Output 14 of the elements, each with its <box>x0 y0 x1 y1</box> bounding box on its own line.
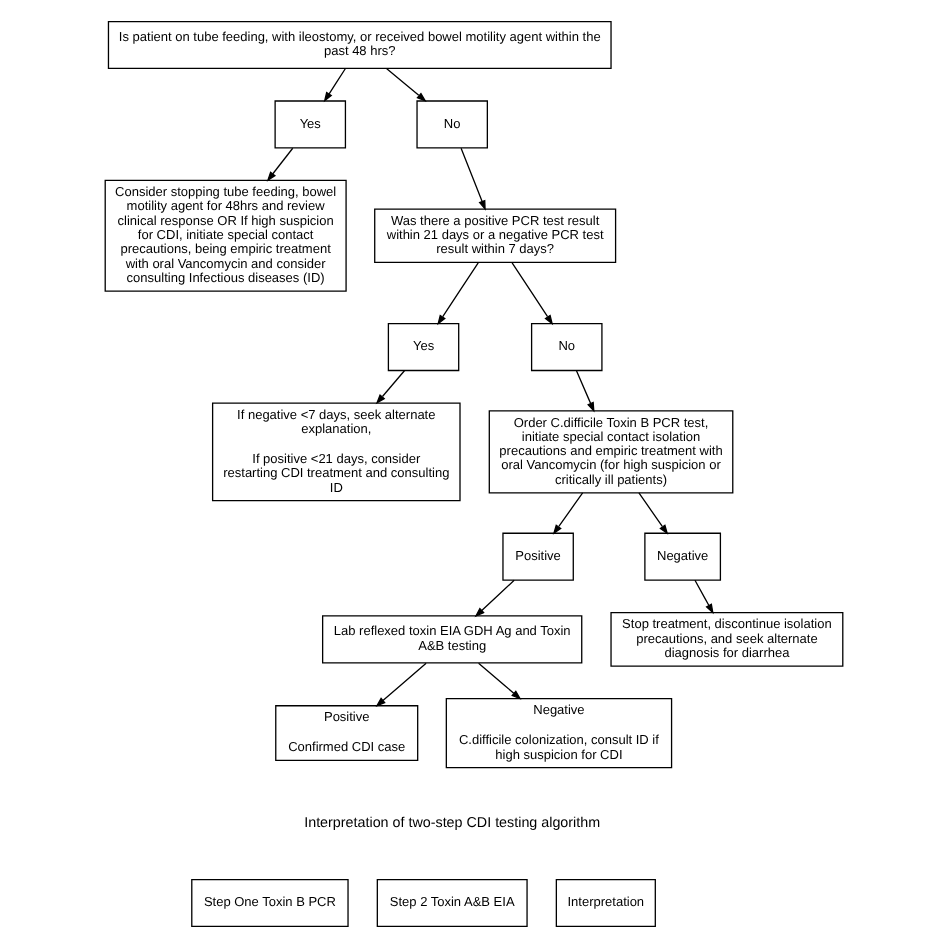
arrow <box>375 369 406 405</box>
arrow <box>638 492 669 535</box>
arrow <box>474 579 515 618</box>
arrow <box>511 262 554 326</box>
arrow <box>266 147 294 182</box>
arrow <box>460 147 486 211</box>
arrow <box>385 67 427 102</box>
arrow <box>477 662 522 700</box>
arrow <box>375 662 427 707</box>
arrow <box>552 492 584 535</box>
arrow <box>575 369 595 413</box>
arrow <box>323 67 347 103</box>
arrow <box>437 262 479 326</box>
arrow <box>694 579 714 615</box>
